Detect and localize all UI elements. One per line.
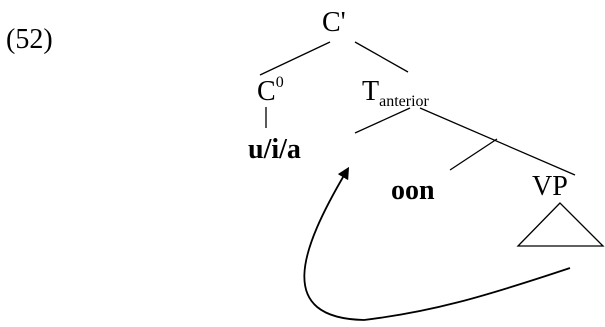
complementizer-u-i-a: u/i/a	[248, 134, 301, 165]
branch-t-spec	[354, 107, 411, 134]
movement-arrow	[303, 166, 571, 321]
vp-triangle	[516, 202, 605, 247]
node-t-anterior: Tanterior	[362, 76, 430, 110]
word-oon: oon	[391, 175, 435, 206]
branch-cbar-t	[354, 41, 409, 73]
branch-node-oon	[449, 138, 498, 171]
branch-t-right	[419, 107, 576, 176]
node-c-bar: C'	[322, 7, 346, 38]
example-number: (52)	[6, 24, 53, 55]
node-c0: C0	[257, 74, 284, 107]
node-vp: VP	[532, 171, 568, 202]
branch-cbar-c0	[259, 41, 331, 76]
